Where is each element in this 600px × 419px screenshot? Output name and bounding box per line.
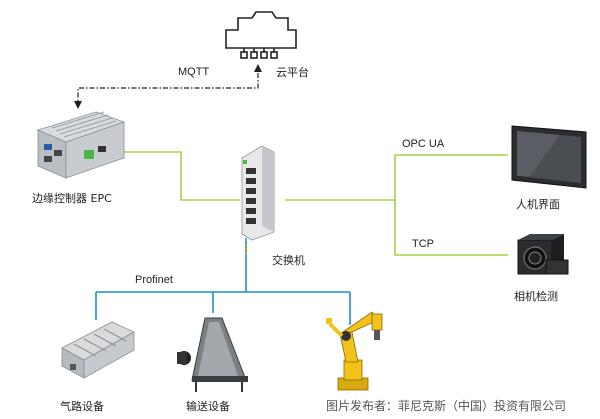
switch-camera-link bbox=[394, 200, 508, 256]
mqtt-arrow-down bbox=[74, 101, 82, 109]
watermark-text: 图片发布者：菲尼克斯（中国）投资有限公司 bbox=[326, 399, 567, 413]
hmi-label: 人机界面 bbox=[516, 198, 560, 211]
camera-label: 相机检测 bbox=[514, 290, 558, 303]
switch-icon bbox=[241, 145, 275, 241]
hmi-monitor-icon bbox=[511, 125, 587, 189]
edge-controller-icon bbox=[36, 111, 126, 179]
cloud-icon bbox=[225, 11, 297, 59]
mqtt-label: MQTT bbox=[178, 66, 210, 78]
opcua-label: OPC UA bbox=[402, 138, 445, 150]
profinet-bus bbox=[95, 238, 351, 325]
edge-controller-label: 边缘控制器 EPC bbox=[32, 192, 112, 205]
switch-hmi-link bbox=[285, 154, 508, 201]
cloud-platform-label: 云平台 bbox=[276, 66, 309, 79]
pneumatic-label: 气路设备 bbox=[60, 400, 104, 413]
profinet-label: Profinet bbox=[135, 274, 173, 286]
conveyor-icon bbox=[177, 317, 248, 392]
robot-arm-icon bbox=[326, 311, 383, 391]
tcp-label: TCP bbox=[412, 238, 434, 250]
mqtt-arrow-up bbox=[254, 64, 262, 72]
mqtt-link bbox=[77, 72, 259, 108]
switch-label: 交换机 bbox=[272, 254, 305, 267]
epc-switch-link bbox=[122, 151, 240, 201]
conveyor-label: 输送设备 bbox=[186, 400, 230, 413]
pneumatic-valve-icon bbox=[61, 321, 135, 379]
camera-icon bbox=[517, 234, 569, 275]
